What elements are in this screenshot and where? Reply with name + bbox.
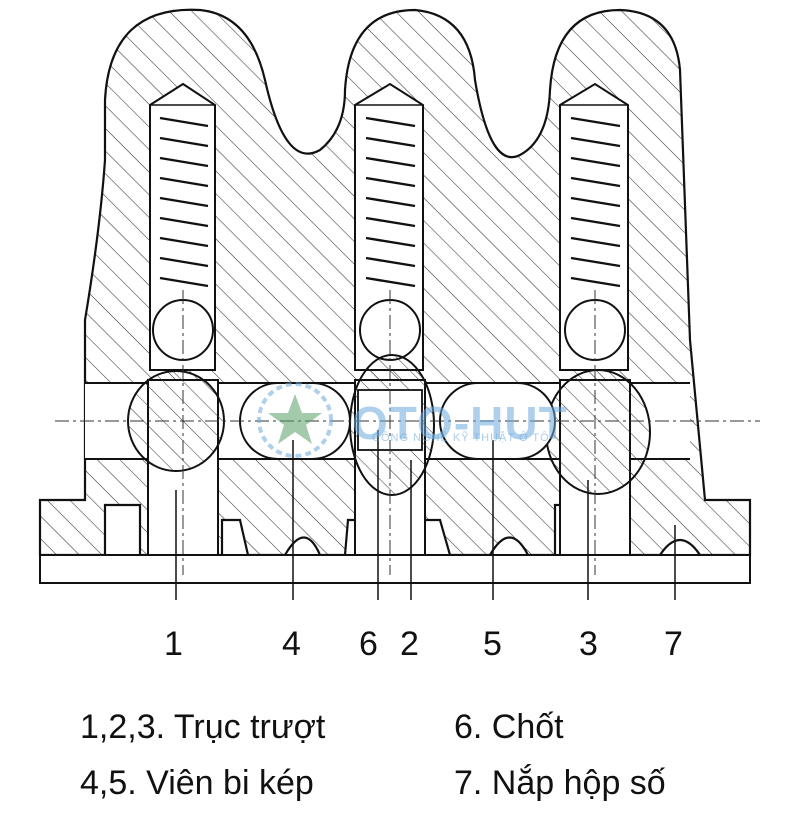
base-plate — [39, 554, 751, 584]
detent-assembly-3 — [545, 82, 651, 556]
leader-lines — [175, 430, 676, 600]
spring-2 — [365, 116, 416, 288]
gearbox-interlock-section-drawing — [38, 8, 760, 600]
center-lines — [55, 290, 760, 575]
legend-item-pin: 6. Chốt — [454, 708, 564, 746]
legend-item-cover: 7. Nắp hộp số — [454, 764, 666, 802]
callout-6: 6 — [359, 625, 378, 663]
watermark-logo — [257, 382, 333, 458]
callout-1: 1 — [164, 625, 183, 663]
detent-assembly-2 — [349, 82, 435, 556]
callout-7: 7 — [664, 625, 683, 663]
legend-item-shift-rails: 1,2,3. Trục trượt — [80, 708, 326, 746]
watermark-tagline: CÔNG NGHỆ KỸ THUẬT Ô TÔ — [372, 432, 550, 444]
watermark-brand: OTO-HUT — [352, 397, 568, 449]
spring-1 — [159, 116, 209, 288]
spring-3 — [570, 116, 621, 288]
callout-2: 2 — [400, 625, 419, 663]
legend-item-balls: 4,5. Viên bi kép — [80, 764, 314, 802]
callout-3: 3 — [579, 625, 598, 663]
callout-5: 5 — [483, 625, 502, 663]
callout-4: 4 — [282, 625, 301, 663]
